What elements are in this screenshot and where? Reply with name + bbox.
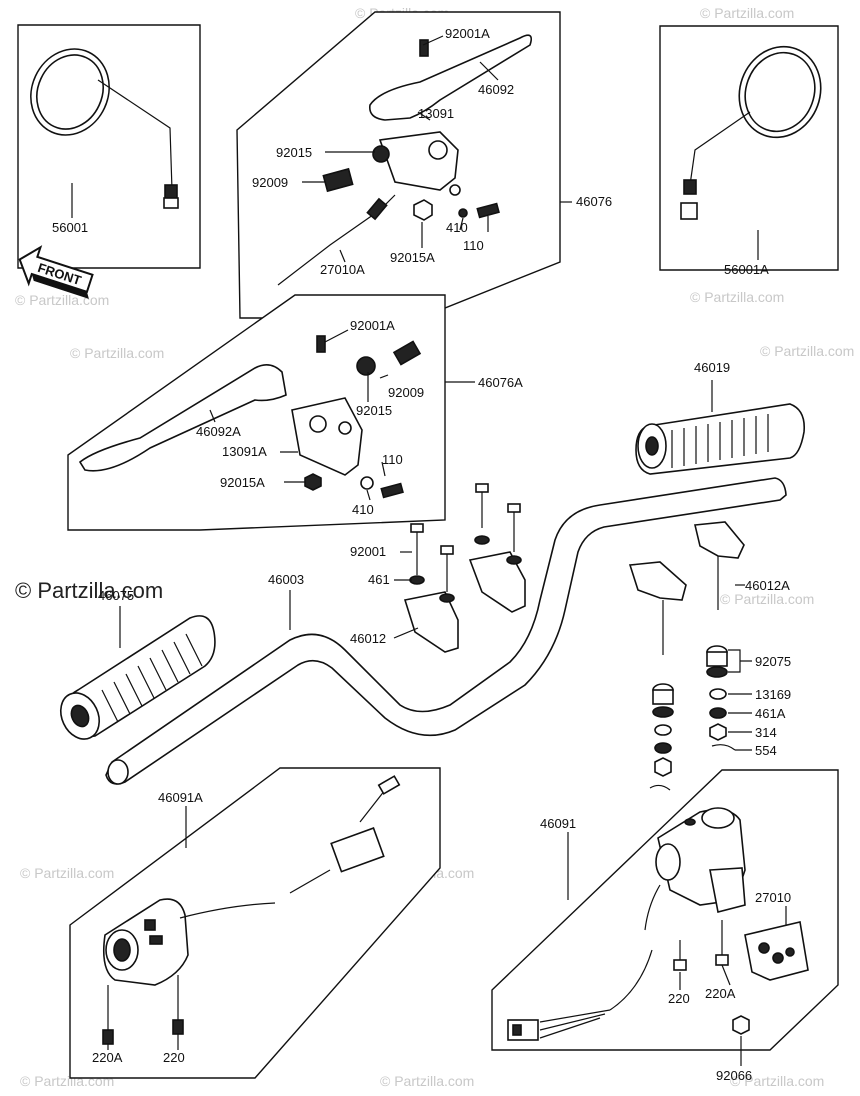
- clutch-lever: [277, 34, 533, 286]
- grip-left: [59, 615, 216, 740]
- part-label: 46076A: [478, 375, 523, 390]
- part-label: 13091: [418, 106, 454, 121]
- part-label: 27010A: [320, 262, 365, 277]
- part-label: 46019: [694, 360, 730, 375]
- part-label: 46091A: [158, 790, 203, 805]
- part-label: 92015A: [390, 250, 435, 265]
- part-label: 92015: [356, 403, 392, 418]
- part-label: 46075: [98, 588, 134, 603]
- watermark: © Partzilla.com: [690, 289, 784, 305]
- watermark: © Partzilla.com: [700, 5, 794, 21]
- watermark: © Partzilla.com: [15, 292, 109, 308]
- part-label: 314: [755, 725, 777, 740]
- part-label: 110: [382, 452, 403, 467]
- part-label: 92001A: [445, 26, 490, 41]
- watermark: © Partzilla.com: [380, 1073, 474, 1089]
- clamp-46012a: [628, 521, 745, 655]
- leader-lines: [71, 35, 787, 1066]
- part-label: 46076: [576, 194, 612, 209]
- right-switch-panel: [491, 769, 839, 1051]
- part-label: 56001: [52, 220, 88, 235]
- watermark: © Partzilla.com: [760, 343, 854, 359]
- watermark: © Partzilla.com: [70, 345, 164, 361]
- damper-stack: [649, 645, 736, 791]
- part-label: 410: [352, 502, 374, 517]
- part-label: 13169: [755, 687, 791, 702]
- watermark: © Partzilla.com: [20, 865, 114, 881]
- left-handlebar-switch: [102, 775, 401, 1045]
- part-label: 92075: [755, 654, 791, 669]
- mirror-left: [30, 48, 179, 209]
- part-label: 220A: [705, 986, 736, 1001]
- watermark-large: © Partzilla.com: [15, 578, 163, 603]
- brake-lever: [78, 335, 422, 499]
- handlebar: [105, 477, 787, 785]
- part-label: 92015A: [220, 475, 265, 490]
- part-label: 461A: [755, 706, 786, 721]
- part-label: 27010: [755, 890, 791, 905]
- part-label: 220A: [92, 1050, 123, 1065]
- part-label: 46012: [350, 631, 386, 646]
- clamp-46012: [403, 483, 526, 653]
- right-handlebar-switch: [507, 807, 809, 1041]
- part-label: 110: [463, 238, 484, 253]
- part-label: 46092A: [196, 424, 241, 439]
- part-label: 46012A: [745, 578, 790, 593]
- part-label: 410: [446, 220, 468, 235]
- mirror-right: [680, 45, 822, 220]
- part-label: 56001A: [724, 262, 769, 277]
- part-label: 554: [755, 743, 777, 758]
- part-label: 13091A: [222, 444, 267, 459]
- part-number-labels: 56001 56001A 92001A 46092 13091 92015 92…: [52, 26, 791, 1083]
- part-label: 92001A: [350, 318, 395, 333]
- part-label: 92009: [252, 175, 288, 190]
- part-label: 220: [668, 991, 690, 1006]
- part-label: 92015: [276, 145, 312, 160]
- part-label: 46092: [478, 82, 514, 97]
- part-label: 46003: [268, 572, 304, 587]
- part-label: 461: [368, 572, 390, 587]
- part-label: 92066: [716, 1068, 752, 1083]
- part-label: 92001: [350, 544, 386, 559]
- part-label: 46091: [540, 816, 576, 831]
- part-label: 92009: [388, 385, 424, 400]
- watermark: © Partzilla.com: [720, 591, 814, 607]
- part-label: 220: [163, 1050, 185, 1065]
- watermark: © Partzilla.com: [730, 1073, 824, 1089]
- grip-right: [635, 403, 806, 475]
